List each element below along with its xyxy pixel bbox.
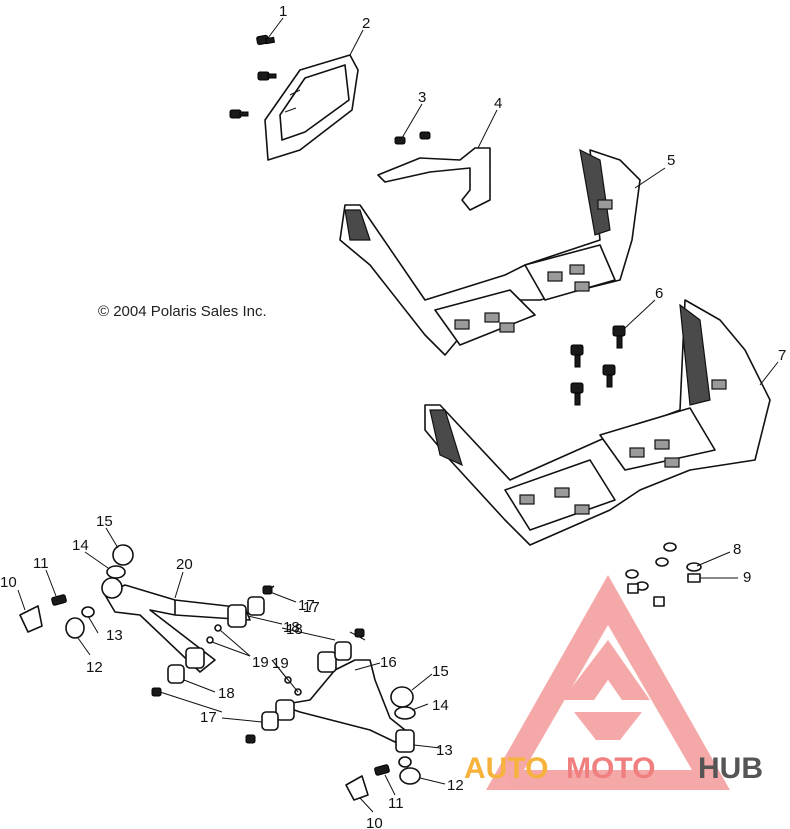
bolt-2b <box>229 109 249 119</box>
bolts-17 <box>151 585 366 744</box>
callout-15a: 15 <box>96 513 113 530</box>
callout-7: 7 <box>778 347 786 364</box>
copyright-text: © 2004 Polaris Sales Inc. <box>98 303 267 320</box>
callout-12a: 12 <box>86 659 103 676</box>
watermark-logo <box>486 575 730 790</box>
callout-14b: 14 <box>432 697 449 714</box>
callout-3: 3 <box>418 89 426 106</box>
callout-9: 9 <box>743 569 751 586</box>
callout-18b: 18 <box>218 685 235 702</box>
callout-17b: 17 <box>200 709 217 726</box>
callout-8: 8 <box>733 541 741 558</box>
callout-14a: 14 <box>72 537 89 554</box>
callout-2: 2 <box>362 15 370 32</box>
watermark-wordmark: AUTO MOTO HUB <box>464 752 763 785</box>
callout-4: 4 <box>494 95 502 112</box>
callout-13a: 13 <box>106 627 123 644</box>
callout-1: 1 <box>279 3 287 20</box>
callout-18c: 18 <box>286 621 303 638</box>
part-cover-panel <box>264 54 359 161</box>
callout-10a: 10 <box>0 574 17 591</box>
callout-17c: 17 <box>303 599 320 616</box>
callout-12b: 12 <box>447 777 464 794</box>
leader-lines <box>17 17 779 813</box>
callout-6: 6 <box>655 285 663 302</box>
callout-18a: 18 <box>283 619 300 636</box>
part-upper-a-arm <box>19 544 265 684</box>
part-bracket <box>377 131 491 211</box>
callout-5: 5 <box>667 152 675 169</box>
callout-19a: 19 <box>252 654 269 671</box>
watermark-auto: AUTO <box>464 752 548 785</box>
part-floorboard-lower <box>424 299 771 546</box>
callout-20: 20 <box>176 556 193 573</box>
callout-16: 16 <box>380 654 397 671</box>
callout-19b: 19 <box>272 655 289 672</box>
watermark-moto: MOTO <box>566 752 655 785</box>
callout-11b: 11 <box>388 795 404 812</box>
bolts-6 <box>570 325 626 406</box>
bolt-1 <box>256 34 276 45</box>
bolt-2a <box>257 71 277 81</box>
callout-11a: 11 <box>33 555 49 572</box>
clips-nuts <box>625 542 702 607</box>
part-lower-a-arm <box>261 641 421 801</box>
watermark-hub: HUB <box>698 752 763 785</box>
callout-17a: 17 <box>298 597 315 614</box>
callout-labels: 1 2 3 4 5 6 7 8 9 10 11 12 13 14 15 16 1… <box>0 3 786 829</box>
callout-15b: 15 <box>432 663 449 680</box>
callout-13b: 13 <box>436 742 453 759</box>
callout-10b: 10 <box>366 815 383 829</box>
part-floorboard-upper <box>339 148 641 356</box>
